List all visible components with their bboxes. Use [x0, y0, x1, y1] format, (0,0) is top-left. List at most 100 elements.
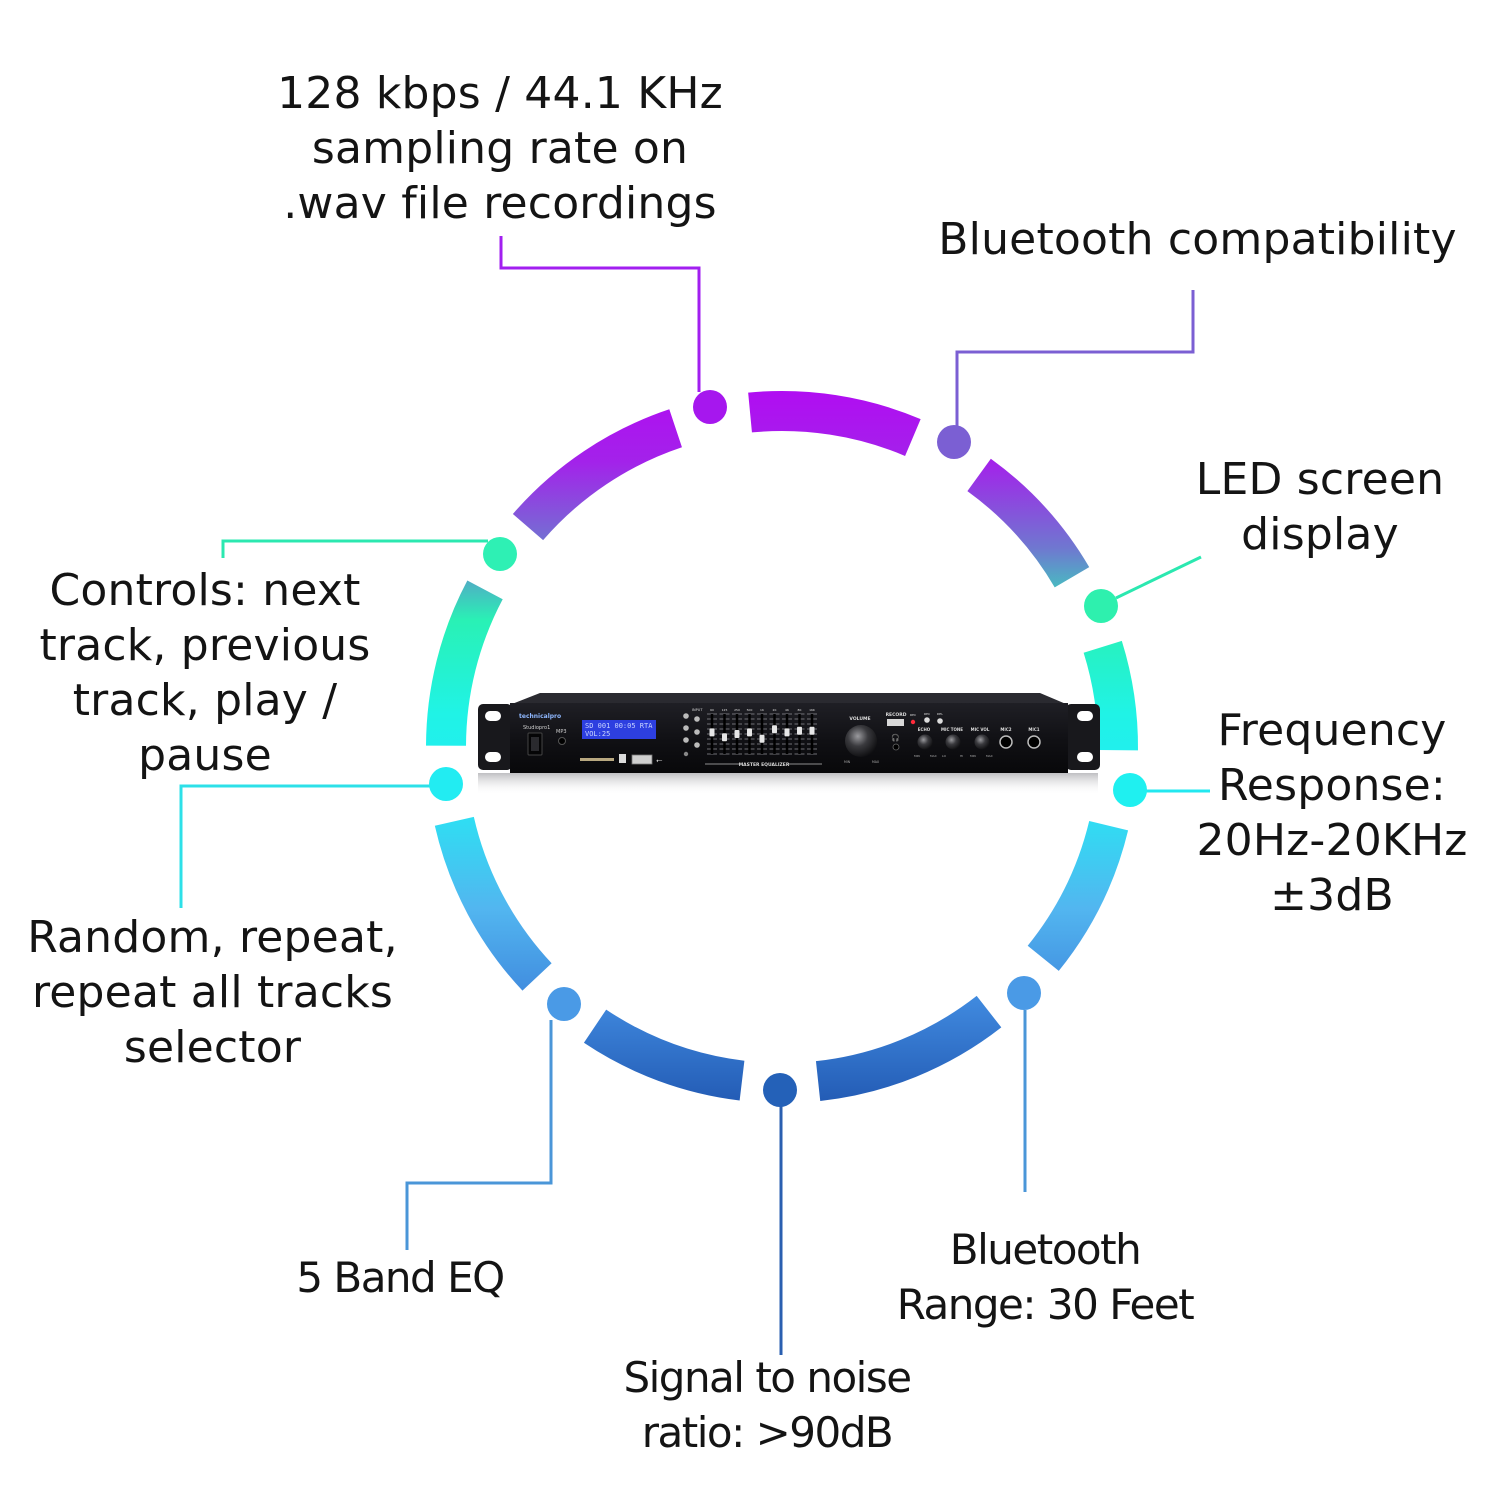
ring-segment: [967, 458, 1090, 588]
mic-vol-knob[interactable]: [974, 734, 990, 750]
ring-segment: [1083, 640, 1138, 751]
ring-segment: [815, 995, 1002, 1101]
callout-snr: Signal to noise ratio: >90dB: [623, 1353, 912, 1457]
headphone-icon: 🎧: [891, 733, 900, 742]
mic2-jack[interactable]: [999, 735, 1013, 749]
tone-lo-label: LO: [942, 754, 947, 758]
callout-random-repeat: Random, repeat, repeat all tracks select…: [27, 912, 398, 1073]
ring-segment: [1027, 820, 1129, 971]
volume-knob[interactable]: [845, 725, 877, 757]
sd-slot[interactable]: [619, 754, 626, 763]
mic-tone-label: MIC TONE: [941, 727, 963, 732]
callout-led-screen: LED screen display: [1195, 454, 1445, 560]
input-button[interactable]: [683, 751, 689, 757]
eq-label: MASTER EQUALIZER: [739, 762, 790, 768]
eq-slider-2K[interactable]: [772, 725, 777, 734]
callout-sampling-rate: 128 kbps / 44.1 KHz sampling rate on .wa…: [277, 68, 723, 229]
headphone-jack[interactable]: [892, 743, 900, 751]
usb-icon: ⭠: [656, 756, 663, 765]
dot-controls[interactable]: [483, 537, 517, 571]
record-usb-port[interactable]: [887, 719, 904, 726]
volume-max-label: MAX: [872, 760, 880, 764]
dot-frequency-response[interactable]: [1113, 773, 1147, 807]
rack-hole: [1077, 752, 1093, 762]
eq-slider-4K[interactable]: [784, 728, 790, 737]
lcd-screen: [582, 720, 656, 739]
device-top: [512, 693, 1066, 704]
callout-frequency-response: Frequency Response: 20Hz-20KHz ±3dB: [1196, 705, 1468, 921]
model-label: Studiopro1: [523, 725, 550, 731]
leader-bluetooth-compat: [955, 290, 1195, 428]
input-button[interactable]: [694, 729, 700, 735]
leader-led-screen: [1115, 555, 1202, 600]
card-slot[interactable]: [580, 758, 614, 761]
input-button[interactable]: [683, 737, 689, 743]
eq-band-label: 125: [722, 708, 728, 712]
dot-bluetooth-range[interactable]: [1007, 976, 1041, 1010]
mic-vol-label: MIC VOL: [971, 727, 990, 732]
power-switch-rocker: [531, 737, 539, 751]
eq-band-label: 2K: [773, 708, 778, 712]
input-buttons: INPUT: [683, 708, 703, 757]
callout-controls: Controls: next track, previous track, pl…: [39, 565, 371, 781]
dot-eq[interactable]: [547, 987, 581, 1021]
usb-port[interactable]: [631, 754, 653, 765]
eq-band-label: 1K: [760, 708, 765, 712]
rec-led: [910, 719, 916, 725]
rack-hole: [1077, 711, 1093, 721]
dot-bluetooth-compat[interactable]: [937, 425, 971, 459]
mic1-jack[interactable]: [1027, 735, 1041, 749]
record-label: RECORD: [886, 712, 907, 718]
echo-label: ECHO: [918, 727, 931, 732]
input-button[interactable]: [694, 716, 700, 722]
led-label: DEL: [937, 712, 943, 716]
tone-hi-label: HI: [960, 754, 963, 758]
leader-random-repeat: [179, 784, 432, 908]
eq-slider-8K[interactable]: [797, 726, 802, 735]
led-label: REC: [910, 713, 916, 717]
leader-controls: [221, 539, 488, 558]
dot-snr[interactable]: [763, 1073, 797, 1107]
lcd-line-2: VOL:25: [585, 730, 610, 738]
leader-lines: [179, 236, 1210, 1355]
ring-segment: [426, 580, 503, 747]
volume-label: VOLUME: [849, 716, 870, 722]
callout-bluetooth-range: Bluetooth Range: 30 Feet: [896, 1225, 1195, 1329]
knob-max-label: MAX: [986, 754, 993, 758]
volume-min-label: MIN: [844, 760, 851, 764]
eq-slider-60[interactable]: [709, 728, 715, 737]
knob-min-label: MIN: [914, 754, 920, 758]
ring-segment: [512, 409, 683, 541]
eq-slider-500[interactable]: [747, 728, 752, 737]
eq-band-label: 4K: [785, 708, 790, 712]
dot-random-repeat[interactable]: [429, 767, 463, 801]
eq-slider-125[interactable]: [722, 733, 727, 742]
dot-led-screen[interactable]: [1084, 589, 1118, 623]
input-button[interactable]: [683, 725, 689, 731]
dot-sampling-rate[interactable]: [693, 390, 727, 424]
mic2-label: MIC2: [1000, 727, 1011, 732]
ring-segment: [434, 816, 552, 991]
eq-band-label: 16K: [809, 708, 816, 712]
rack-hole: [485, 711, 501, 721]
del-button[interactable]: [937, 718, 943, 724]
echo-knob[interactable]: [917, 734, 933, 750]
mic-tone-knob[interactable]: [945, 734, 961, 750]
ring-segment: [748, 391, 921, 457]
eq-slider-250[interactable]: [734, 730, 740, 738]
eq-slider-16K[interactable]: [809, 726, 815, 735]
mp3-input-jack[interactable]: [558, 737, 566, 745]
input-button[interactable]: [683, 713, 689, 719]
lcd-line-1: SD 001 00:05 RTA: [585, 722, 653, 730]
knob-min-label: MIN: [970, 754, 976, 758]
amplifier-device: technicalpro Studiopro1 MP3 SD 001 00:05…: [478, 693, 1100, 795]
eq-band-label: 500: [747, 708, 753, 712]
rec-button[interactable]: [924, 717, 930, 723]
mic1-label: MIC1: [1028, 727, 1039, 732]
input-button[interactable]: [694, 742, 700, 748]
device-reflection: [478, 773, 1098, 795]
leader-eq: [405, 1020, 553, 1250]
eq-slider-1K[interactable]: [759, 734, 765, 743]
